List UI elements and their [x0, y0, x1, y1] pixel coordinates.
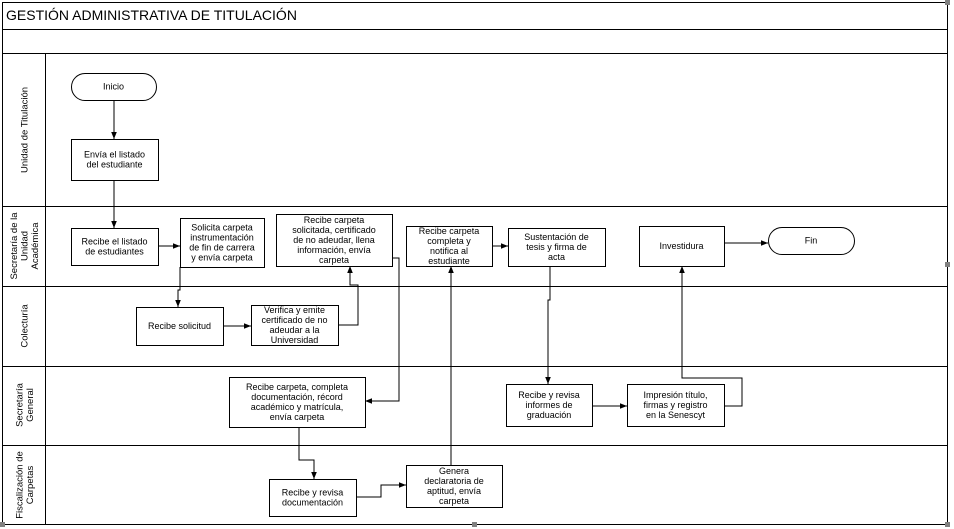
resize-handle-mid-right[interactable] [945, 262, 950, 267]
node-shape-recibe_revisa_doc [269, 479, 357, 517]
node-shape-verifica [251, 305, 339, 346]
resize-handle-bottom-mid[interactable] [472, 522, 477, 527]
node-shape-recibe_solicitud [136, 307, 224, 346]
node-shape-genera [406, 465, 503, 508]
connector-recibe_solicitada-to-recibe_sg [365, 257, 400, 404]
flow-connectors [111, 100, 768, 498]
node-investidura[interactable]: Investidura [639, 226, 725, 267]
connector-impresion-to-investidura [679, 266, 743, 407]
node-shape-recibe_solicitada [276, 214, 393, 267]
node-shape-inicio [71, 73, 157, 101]
node-shape-recibe_sg [229, 377, 366, 428]
resize-handle-bottom-left[interactable] [0, 522, 5, 527]
node-label-fin: Fin [805, 236, 818, 246]
node-shape-recibe_completa [406, 226, 493, 267]
node-shape-solicita_carpeta [180, 218, 265, 268]
lane-label-sua: Secretaría de laUnidadAcadémica [9, 212, 41, 280]
node-shape-investidura [639, 226, 725, 267]
lane-label-fc: Fiscalización deCarpetas [14, 451, 36, 519]
node-label-inicio: Inicio [103, 82, 124, 92]
resize-handle-bottom-right[interactable] [945, 522, 950, 527]
connector-verifica-to-recibe_solicitada [338, 266, 359, 326]
resize-handle-top-right[interactable] [945, 0, 950, 5]
node-shape-fin [768, 227, 855, 255]
diagram-title: GESTIÓN ADMINISTRATIVA DE TITULACIÓN [6, 7, 297, 23]
node-shape-envia_listado [71, 139, 159, 181]
connector-recibe_sg-to-recibe_revisa_doc [298, 427, 317, 479]
node-recibe_solicitud[interactable]: Recibe solicitud [136, 307, 224, 346]
lane-label-sg: SecretaríaGeneral [14, 382, 36, 427]
node-label-recibe_solicitud: Recibe solicitud [148, 321, 211, 331]
connector-recibe_revisa_doc-to-genera [356, 482, 406, 498]
connector-solicita_carpeta-to-recibe_solicitud [175, 267, 181, 307]
connector-sustentacion-to-recibe_informes [545, 266, 551, 384]
lane-label-col: Colecturía [20, 304, 31, 348]
node-shape-recibe_informes [506, 384, 593, 427]
node-shape-impresion [627, 384, 725, 427]
node-shape-sustentacion [508, 228, 606, 267]
node-label-investidura: Investidura [659, 241, 703, 251]
lane-label-ut: Unidad de Titulación [20, 87, 31, 173]
node-shape-recibe_listado [71, 228, 159, 266]
node-inicio[interactable]: Inicio [71, 73, 157, 101]
node-fin[interactable]: Fin [768, 227, 855, 255]
